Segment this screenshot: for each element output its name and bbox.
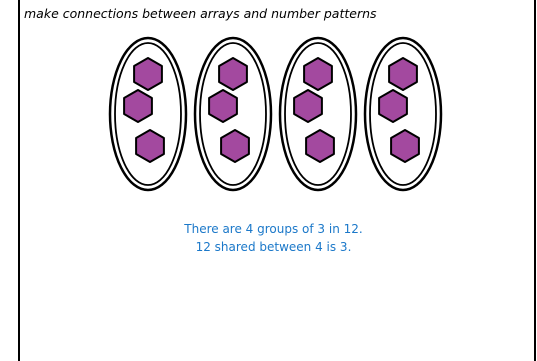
right-border-line [534,0,536,361]
caption-line-1: There are 4 groups of 3 in 12. [184,222,363,236]
group-4 [363,36,443,192]
group-outline-oval [278,36,358,192]
group-outline-oval [108,36,188,192]
caption-line-2: 12 shared between 4 is 3. [195,240,352,254]
objective-heading: make connections between arrays and numb… [24,6,377,21]
hexagon-counter [208,89,238,123]
hexagon-counter [293,89,323,123]
left-border-line [18,0,20,361]
group-inner-oval [284,42,352,186]
group-inner-oval [199,42,267,186]
hexagon-counter [388,57,418,91]
hexagon-counter [305,129,335,163]
group-inner-oval [114,42,182,186]
group-2 [193,36,273,192]
group-outline-oval [363,36,443,192]
hexagon-counter [123,89,153,123]
group-3 [278,36,358,192]
hexagon-counter [218,57,248,91]
hexagon-counter [135,129,165,163]
hexagon-counter [133,57,163,91]
hexagon-counter [390,129,420,163]
group-outline-oval [193,36,273,192]
group-1 [108,36,188,192]
hexagon-counter [303,57,333,91]
hexagon-counter [378,89,408,123]
group-inner-oval [369,42,437,186]
hexagon-counter [220,129,250,163]
